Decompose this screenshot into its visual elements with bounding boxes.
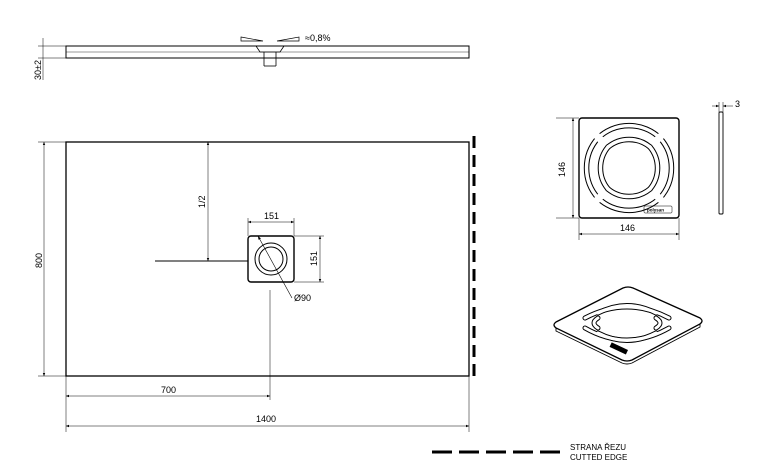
tray-outline [65,141,470,377]
grate-height-label: 146 [557,162,567,177]
outlet-diameter-label: Ø90 [294,293,311,303]
iso-grate-top [553,286,703,362]
legend-line-1: STRANA ŘEZU [570,443,626,452]
drain-width-label: 151 [264,211,279,221]
grate-width-label: 146 [620,223,635,233]
legend-line-2: CUTTED EDGE [570,453,627,462]
plan-view [38,136,476,432]
grate-isometric [553,286,703,365]
drain-outlet-outer [254,242,288,276]
slope-wedge-right [276,36,300,42]
grate-brand-label: polysan [647,208,664,213]
drain-height-label: 151 [309,251,319,266]
drain-grate-plan [247,235,295,283]
side-drain-trap [255,45,285,53]
grate-profile [712,102,733,215]
grate-thickness-label: 3 [735,99,740,109]
slope-wedge-left [240,36,264,42]
half-fraction-label: 1/2 [197,195,207,208]
slope-label: ≈0,8% [305,33,330,43]
grate-square [578,117,680,219]
brand-badge [643,205,673,214]
depth-label: 800 [34,253,44,268]
iso-brand-badge [609,342,629,355]
side-height-label: 30±2 [33,60,43,80]
legend: STRANA ŘEZU CUTTED EDGE [432,443,627,462]
grate-detail [556,117,680,240]
total-width-label: 1400 [256,414,276,424]
side-view [38,36,470,80]
drain-outlet-inner [258,246,284,272]
half-width-label: 700 [161,385,176,395]
